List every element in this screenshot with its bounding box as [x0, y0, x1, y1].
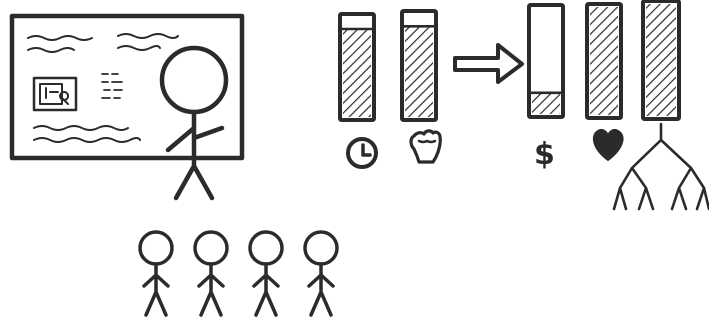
dollar-icon: $ [534, 137, 555, 172]
presenter-body [168, 112, 222, 198]
tree-icon [614, 124, 709, 209]
board-picture-icon [40, 84, 68, 104]
audience-head [195, 232, 227, 264]
meter-after-dollar [529, 5, 563, 117]
presenter-figure [162, 48, 226, 198]
meter-fill [590, 7, 618, 115]
meter-before-fist [402, 11, 436, 120]
fist-icon [411, 131, 440, 162]
audience-body [254, 264, 278, 315]
meter-before-clock [340, 14, 374, 120]
audience-head [140, 232, 172, 264]
audience-body [309, 264, 333, 315]
board-scribble-line [28, 48, 74, 52]
meter-fill [405, 26, 433, 117]
audience-body [144, 264, 168, 315]
board-scribble-line [28, 36, 92, 40]
meter-fill [343, 29, 371, 117]
audience-body [199, 264, 223, 315]
board-scribble-line [34, 138, 140, 142]
audience-member [250, 232, 282, 315]
audience-head [250, 232, 282, 264]
right-arrow-icon [455, 45, 522, 82]
meter-fill [646, 4, 676, 116]
clock-icon [348, 139, 376, 167]
audience-member [195, 232, 227, 315]
meters-before-group [340, 11, 436, 120]
presenter-head [162, 48, 226, 112]
board-bullet-list [102, 74, 122, 98]
board-scribble-line [118, 46, 160, 50]
audience-head [305, 232, 337, 264]
meter-after-tree [643, 1, 679, 119]
meter-after-heart [587, 4, 621, 118]
heart-icon [594, 130, 623, 160]
meter-fill [532, 93, 560, 114]
audience-group [140, 232, 337, 315]
svg-text:$: $ [534, 137, 555, 172]
board-scribble-line [118, 34, 178, 38]
audience-member [305, 232, 337, 315]
meters-after-group [529, 1, 679, 119]
board-scribble-line [34, 126, 128, 130]
audience-member [140, 232, 172, 315]
